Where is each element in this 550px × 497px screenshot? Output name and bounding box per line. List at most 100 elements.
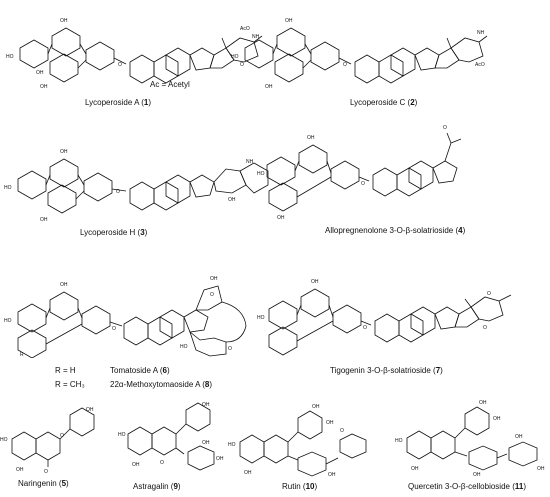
atom-label: OH bbox=[411, 466, 419, 472]
atom-label: HO bbox=[0, 437, 8, 443]
atom-label: OH bbox=[40, 84, 48, 90]
rutin-drawing: HO OH OH OH O OH bbox=[228, 404, 367, 478]
atom-label: OH bbox=[311, 279, 319, 285]
lycoperoside-h-drawing: HO OH OH O NH OH bbox=[4, 149, 269, 223]
atom-label: OH bbox=[216, 456, 224, 462]
atom-label: OH bbox=[285, 18, 293, 24]
tomatoside-structure: HO OH O OH O HO O R bbox=[0, 268, 260, 358]
atom-label: OH bbox=[228, 197, 236, 203]
atom-label: OH bbox=[60, 18, 68, 24]
compound-number: 10 bbox=[305, 482, 315, 491]
lycoperoside-a-drawing: HO OH OH OH O AcO NH O bbox=[6, 18, 263, 90]
compound-name: Tomatoside A bbox=[110, 366, 158, 375]
atom-label: O bbox=[44, 469, 48, 475]
atom-label: HO bbox=[395, 438, 403, 444]
atom-label: OH bbox=[312, 404, 320, 410]
atom-label: O bbox=[160, 460, 164, 466]
atom-label: OH bbox=[16, 467, 24, 473]
atom-label: HO bbox=[118, 432, 126, 438]
compound-number: 1 bbox=[143, 98, 149, 107]
atom-label: O bbox=[343, 62, 347, 68]
atom-label: HO bbox=[257, 171, 265, 177]
lycoperoside-c-drawing: HO OH OH O NH AcO bbox=[231, 18, 488, 90]
atom-label: NH bbox=[246, 159, 254, 165]
atom-label: AcO bbox=[240, 26, 250, 32]
compound-name: Astragalin bbox=[133, 482, 169, 491]
compound-name: Lycoperoside A bbox=[85, 98, 139, 107]
atom-label: OH bbox=[60, 149, 68, 155]
atom-label: OH bbox=[515, 434, 523, 440]
caption-rutin: Rutin (10) bbox=[282, 482, 318, 491]
allopregnenolone-solatrioside-structure: HO OH OH O O bbox=[255, 115, 550, 220]
atom-label: OH bbox=[307, 135, 315, 141]
compound-number: 11 bbox=[514, 482, 524, 491]
astragalin-drawing: HO OH O OH OH OH bbox=[118, 402, 224, 471]
compound-number: 4 bbox=[458, 226, 463, 235]
compound-name: Tigogenin 3-O-β-solatrioside bbox=[330, 366, 431, 375]
atom-label: HO bbox=[6, 54, 14, 60]
compound-name: Lycoperoside C bbox=[350, 98, 406, 107]
naringenin-drawing: HO OH O O OH bbox=[0, 407, 95, 475]
rutin-structure: HO OH OH OH O OH bbox=[228, 402, 378, 480]
r-ch3-note: R = CH₃ bbox=[55, 380, 85, 389]
astragalin-structure: HO OH O OH OH OH bbox=[118, 400, 228, 478]
atom-label: O bbox=[116, 189, 120, 195]
quercetin-cellobioside-structure: HO OH OH OH OH OH OH bbox=[395, 398, 550, 478]
atom-label: HO bbox=[231, 54, 239, 60]
atom-label: HO bbox=[180, 344, 188, 350]
compound-number: 7 bbox=[435, 366, 441, 375]
atom-label: OH bbox=[60, 282, 68, 288]
atom-label: OH bbox=[40, 217, 48, 223]
compound-name: Naringenin bbox=[18, 479, 57, 488]
caption-tigogenin: Tigogenin 3-O-β-solatrioside (7) bbox=[330, 366, 443, 375]
atom-label: OH bbox=[326, 420, 334, 426]
atom-label: OH bbox=[328, 472, 336, 478]
atom-label: OH bbox=[265, 84, 273, 90]
atom-label: O bbox=[361, 181, 365, 187]
caption-lycoperoside-c: Lycoperoside C (2) bbox=[350, 98, 418, 107]
compound-number: 3 bbox=[140, 228, 145, 237]
atom-label: O bbox=[118, 62, 122, 68]
caption-lycoperoside-h: Lycoperoside H (3) bbox=[80, 228, 148, 237]
compound-number: 9 bbox=[173, 482, 178, 491]
atom-label: O bbox=[487, 291, 491, 297]
atom-label: R bbox=[20, 352, 24, 358]
compound-number: 5 bbox=[61, 479, 67, 488]
acetyl-note: Ac = Acetyl bbox=[150, 80, 190, 89]
atom-label: HO bbox=[228, 442, 236, 448]
atom-label: OH bbox=[202, 440, 210, 446]
atom-label: HO bbox=[4, 185, 12, 191]
tigogenin-drawing: HO OH O O O bbox=[257, 279, 512, 356]
lycoperoside-a-structure: HO OH OH OH O AcO NH O bbox=[0, 0, 280, 95]
atom-label: O bbox=[363, 325, 367, 331]
atom-label: OH bbox=[493, 416, 501, 422]
compound-number: 8 bbox=[204, 380, 210, 389]
compound-name: Lycoperoside H bbox=[80, 228, 136, 237]
naringenin-structure: HO OH O O OH bbox=[0, 405, 100, 475]
atom-label: O bbox=[340, 428, 344, 434]
atom-label: NH bbox=[477, 30, 485, 36]
compound-name: Allopregnenolone 3-O-β-solatrioside bbox=[325, 226, 454, 235]
tomatoside-drawing: HO OH O OH O HO O R bbox=[4, 276, 247, 358]
atom-label: HO bbox=[4, 318, 12, 324]
caption-tomatoside-a: Tomatoside A (6) bbox=[110, 366, 170, 375]
caption-naringenin: Naringenin (5) bbox=[18, 479, 69, 488]
atom-label: OH bbox=[36, 70, 44, 76]
caption-quercetin-cellobioside: Quercetin 3-O-β-cellobioside (11) bbox=[408, 482, 527, 491]
caption-allopregnenolone: Allopregnenolone 3-O-β-solatrioside (4) bbox=[325, 226, 466, 235]
lycoperoside-c-structure: HO OH OH O NH AcO bbox=[225, 0, 550, 95]
caption-astragalin: Astragalin (9) bbox=[133, 482, 181, 491]
atom-label: AcO bbox=[475, 62, 485, 68]
atom-label: O bbox=[210, 292, 214, 298]
compound-name: 22α-Methoxytomaoside A bbox=[110, 380, 201, 389]
atom-label: OH bbox=[244, 470, 252, 476]
atom-label: OH bbox=[202, 402, 210, 408]
lycoperoside-h-structure: HO OH OH O NH OH bbox=[0, 135, 280, 225]
compound-number: 6 bbox=[162, 366, 167, 375]
caption-methoxytomaoside: 22α-Methoxytomaoside A (8) bbox=[110, 380, 213, 389]
compound-name: Rutin bbox=[282, 482, 301, 491]
atom-label: HO bbox=[257, 315, 265, 321]
atom-label: O bbox=[228, 346, 232, 352]
allopregnenolone-drawing: HO OH OH O O bbox=[257, 125, 462, 220]
atom-label: OH bbox=[537, 466, 545, 472]
